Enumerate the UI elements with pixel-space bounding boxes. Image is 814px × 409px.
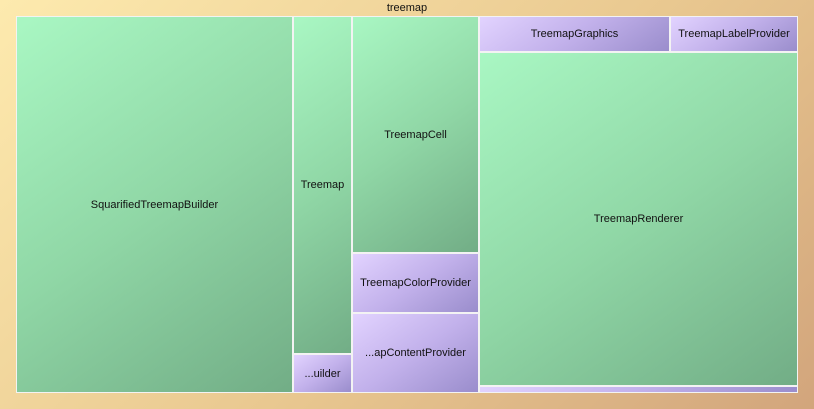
cell-treemap-graphics[interactable]: TreemapGraphics <box>479 16 670 52</box>
cell-label: Treemap <box>300 179 345 191</box>
cell-small-bottom[interactable] <box>479 386 798 393</box>
cell-uilder[interactable]: ...uilder <box>293 354 352 393</box>
cell-label: TreemapRenderer <box>593 213 684 225</box>
treemap-root-title: treemap <box>386 2 428 14</box>
cell-treemap-color-provider[interactable]: TreemapColorProvider <box>352 253 479 313</box>
cell-treemap-renderer[interactable]: TreemapRenderer <box>479 52 798 386</box>
cell-ap-content-provider[interactable]: ...apContentProvider <box>352 313 479 393</box>
cell-label: ...uilder <box>304 367 341 380</box>
cell-label: ...apContentProvider <box>365 347 466 359</box>
cell-label: SquarifiedTreemapBuilder <box>90 198 219 211</box>
cell-treemap-label-provider[interactable]: TreemapLabelProvider <box>670 16 798 52</box>
cell-treemap-cell[interactable]: TreemapCell <box>352 16 479 253</box>
cell-label: TreemapGraphics <box>530 28 619 40</box>
cell-label: TreemapColorProvider <box>360 277 471 289</box>
cell-label: TreemapLabelProvider <box>678 28 790 40</box>
cell-squarified-treemap-builder[interactable]: SquarifiedTreemapBuilder <box>16 16 293 393</box>
cell-treemap[interactable]: Treemap <box>293 16 352 354</box>
cell-label: TreemapCell <box>384 128 447 141</box>
